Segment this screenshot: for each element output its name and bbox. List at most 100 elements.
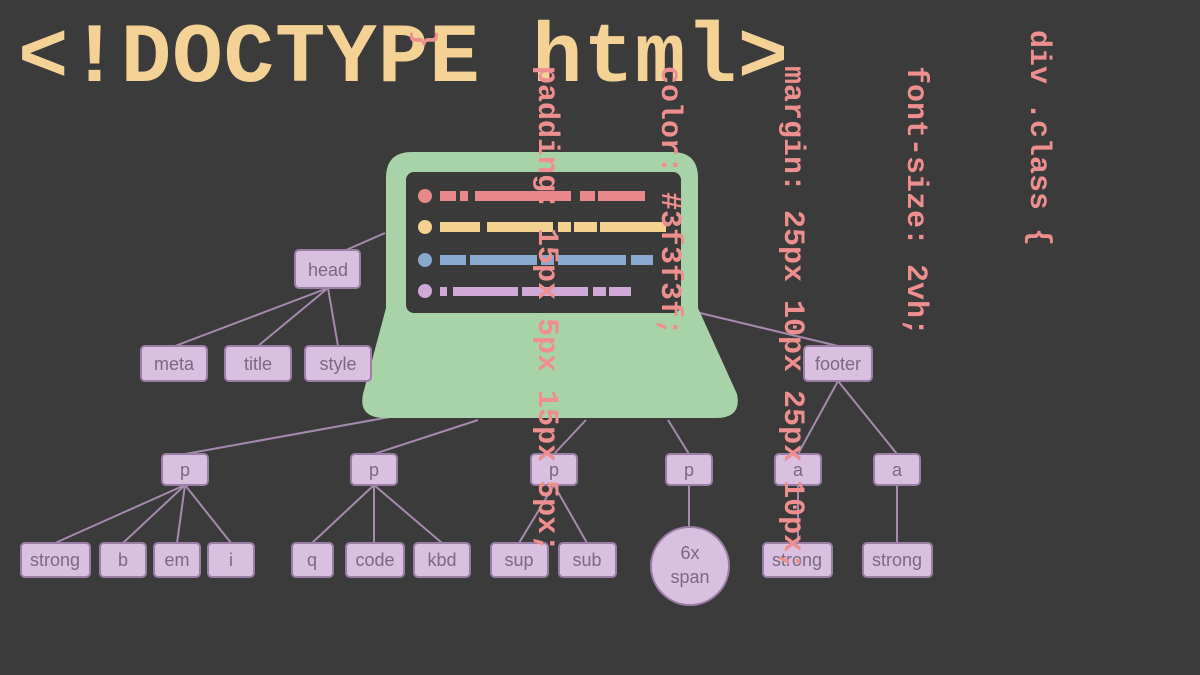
tree-node-label: footer bbox=[815, 354, 861, 374]
edge-laptop-p4 bbox=[667, 419, 690, 455]
code-line-4-bar bbox=[593, 287, 606, 296]
edge-p2-q bbox=[311, 484, 375, 544]
edge-p1-em bbox=[176, 484, 186, 544]
tree-node-strong: strong bbox=[20, 542, 91, 578]
tree-node-em: em bbox=[153, 542, 201, 578]
tree-node-label: kbd bbox=[427, 550, 456, 570]
code-line-2-bar bbox=[440, 222, 480, 232]
tree-node-label: p bbox=[369, 460, 379, 480]
tree-node-label: a bbox=[793, 460, 804, 480]
css-code-line: padding: 15px 5px 15px 5px; bbox=[529, 30, 563, 553]
tree-node-label: style bbox=[319, 354, 356, 374]
code-line-2-bar bbox=[574, 222, 597, 232]
css-code-line: color: #3f3f3f; bbox=[652, 30, 686, 337]
code-line-4-bar bbox=[522, 287, 588, 296]
tree-node-p: p bbox=[530, 453, 578, 486]
tree-node-label: p bbox=[180, 460, 190, 480]
tree-node-label: strong bbox=[30, 550, 80, 570]
doctype-headline: <!DOCTYPE html> bbox=[18, 12, 790, 107]
tree-node-label: title bbox=[244, 354, 272, 374]
css-code-line: div .class { bbox=[1021, 30, 1055, 247]
code-lines bbox=[418, 189, 666, 298]
edge-laptop-p2 bbox=[373, 419, 479, 455]
edge-p2-kbd bbox=[373, 484, 443, 544]
tree-node-b: b bbox=[99, 542, 147, 578]
code-line-2-bar bbox=[600, 222, 666, 232]
tree-node-title: title bbox=[224, 345, 292, 382]
laptop-screen bbox=[406, 172, 681, 313]
tree-node-sup: sup bbox=[490, 542, 549, 578]
code-line-4-bar bbox=[453, 287, 518, 296]
tree-node-q: q bbox=[291, 542, 334, 578]
code-line-1-bar bbox=[460, 191, 468, 201]
tree-edges bbox=[54, 232, 898, 544]
laptop-illustration bbox=[362, 152, 738, 418]
css-code-line: font-size: 2vh; bbox=[898, 30, 932, 337]
tree-node-footer: footer bbox=[803, 345, 873, 382]
tree-node-span-count: 6x bbox=[680, 543, 699, 563]
tree-node-strong: strong bbox=[762, 542, 833, 578]
tree-node-p: p bbox=[161, 453, 209, 486]
code-line-3-bullet-icon bbox=[418, 253, 432, 267]
edge-p1-strong bbox=[54, 484, 186, 544]
code-line-2-bullet-icon bbox=[418, 220, 432, 234]
tree-node-a: a bbox=[774, 453, 822, 486]
edge-footer-a1 bbox=[797, 380, 839, 455]
tree-node-label: i bbox=[229, 550, 233, 570]
code-line-2-bar bbox=[487, 222, 553, 232]
edge-head-style bbox=[327, 287, 339, 347]
tree-node-label: a bbox=[892, 460, 903, 480]
css-code-line: margin: 25px 10px 25px 10px; bbox=[775, 30, 809, 571]
edge-laptop-footer bbox=[699, 312, 839, 347]
edge-laptop-p1 bbox=[184, 416, 391, 455]
code-line-3-bar bbox=[541, 255, 554, 265]
tree-node-label: strong bbox=[872, 550, 922, 570]
tree-node-label: span bbox=[670, 567, 709, 587]
code-line-1-bullet-icon bbox=[418, 189, 432, 203]
tree-node-label: meta bbox=[154, 354, 195, 374]
edge-p1-b bbox=[122, 484, 186, 544]
code-line-2-bar bbox=[558, 222, 571, 232]
code-line-3-bar bbox=[558, 255, 626, 265]
code-line-1-bar bbox=[580, 191, 595, 201]
tree-node-label: code bbox=[355, 550, 394, 570]
code-line-4-bar bbox=[440, 287, 447, 296]
code-line-3-bar bbox=[631, 255, 653, 265]
tree-node-span: 6x span bbox=[650, 526, 730, 606]
tree-node-a: a bbox=[873, 453, 921, 486]
tree-node-strong: strong bbox=[862, 542, 933, 578]
edge-footer-a2 bbox=[837, 380, 898, 455]
tree-node-label: p bbox=[549, 460, 559, 480]
edge-laptop-p3 bbox=[553, 419, 587, 455]
tree-node-code: code bbox=[345, 542, 405, 578]
tree-node-meta: meta bbox=[140, 345, 208, 382]
tree-node-label: p bbox=[684, 460, 694, 480]
tree-node-sub: sub bbox=[558, 542, 617, 578]
tree-node-label: sub bbox=[572, 550, 601, 570]
css-code-snippet: div .class { font-size: 2vh; margin: 25p… bbox=[361, 30, 1140, 570]
code-line-1-bar bbox=[475, 191, 571, 201]
tree-node-style: style bbox=[304, 345, 372, 382]
edge-head-title bbox=[257, 287, 329, 347]
tree-node-head: head bbox=[294, 249, 361, 289]
code-line-1-bar bbox=[440, 191, 456, 201]
tree-node-i: i bbox=[207, 542, 255, 578]
edge-p1-i bbox=[184, 484, 232, 544]
tree-node-kbd: kbd bbox=[413, 542, 471, 578]
tree-node-p: p bbox=[665, 453, 713, 486]
edge-p3-sup bbox=[518, 484, 555, 544]
edge-p3-sub bbox=[553, 484, 588, 544]
tree-node-label: b bbox=[118, 550, 128, 570]
tree-node-label: head bbox=[308, 260, 348, 280]
code-line-3-bar bbox=[440, 255, 466, 265]
tree-node-label: sup bbox=[504, 550, 533, 570]
css-code-line: } bbox=[406, 30, 440, 49]
code-line-3-bar bbox=[470, 255, 537, 265]
edge-head-meta bbox=[174, 287, 329, 347]
code-line-1-bar bbox=[598, 191, 645, 201]
code-line-4-bullet-icon bbox=[418, 284, 432, 298]
tree-node-label: q bbox=[307, 550, 317, 570]
tree-node-label: strong bbox=[772, 550, 822, 570]
code-line-4-bar bbox=[609, 287, 631, 296]
